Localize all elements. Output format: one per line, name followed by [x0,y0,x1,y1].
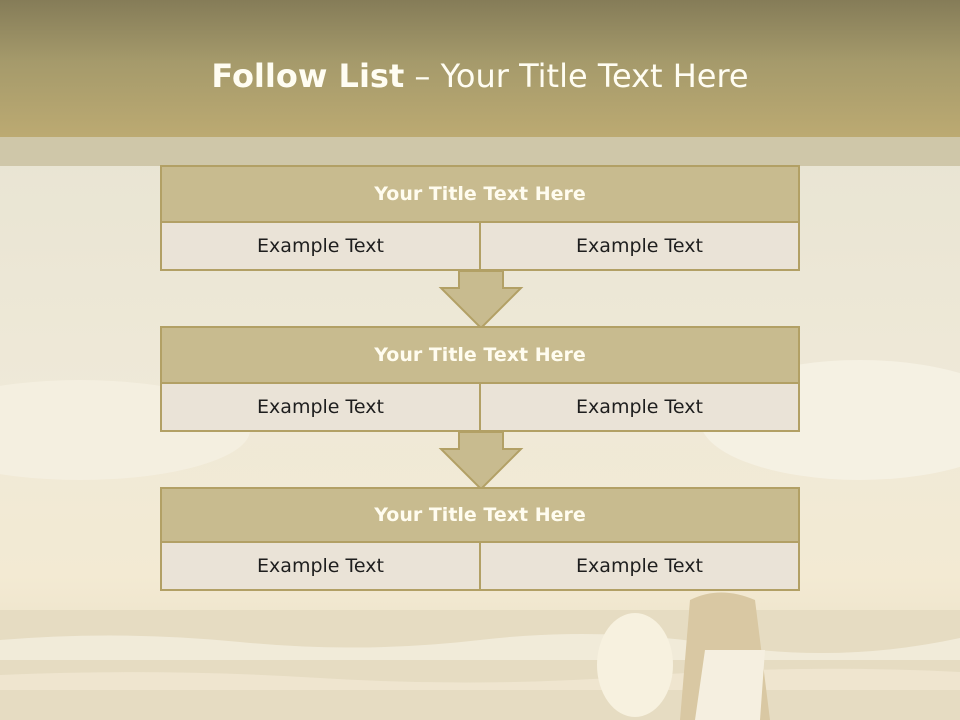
step-cell-left: Example Text [160,382,481,432]
down-arrow-icon [438,431,524,491]
step-cell-left: Example Text [160,541,481,591]
step-cell-right: Example Text [479,541,800,591]
step-block-1: Your Title Text Here Example Text Exampl… [160,165,800,271]
step-title: Your Title Text Here [160,326,800,384]
slide-title-bold: Follow List [211,57,405,95]
step-row: Example Text Example Text [160,541,800,591]
down-arrow-icon [438,270,524,330]
step-row: Example Text Example Text [160,221,800,271]
step-cell-left: Example Text [160,221,481,271]
header-underband [0,137,960,166]
slide-title-rest: – Your Title Text Here [404,57,749,95]
step-title: Your Title Text Here [160,165,800,223]
step-title: Your Title Text Here [160,487,800,543]
slide-title: Follow List – Your Title Text Here [0,56,960,96]
step-cell-right: Example Text [479,221,800,271]
step-cell-right: Example Text [479,382,800,432]
header-bar [0,0,960,137]
step-block-3: Your Title Text Here Example Text Exampl… [160,487,800,591]
step-row: Example Text Example Text [160,382,800,432]
step-block-2: Your Title Text Here Example Text Exampl… [160,326,800,432]
